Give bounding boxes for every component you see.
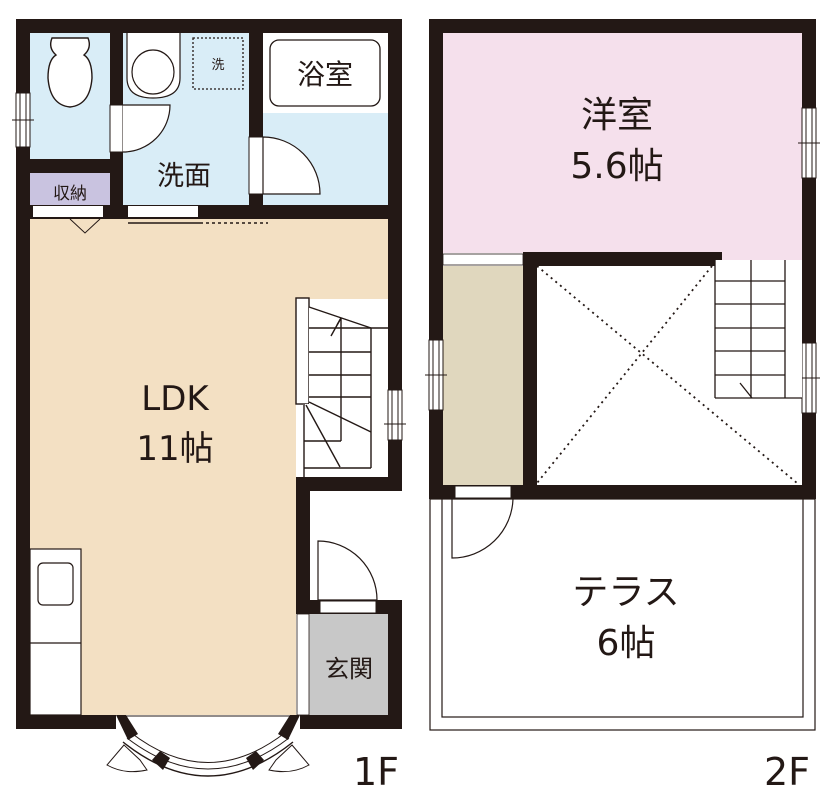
- western-room: [443, 33, 802, 253]
- ldk-size: 11帖: [136, 429, 213, 469]
- bay-window[interactable]: [106, 715, 310, 777]
- terrace-size: 6帖: [597, 623, 656, 664]
- entrance-door[interactable]: [319, 600, 377, 614]
- ldk-room-upper-right: [296, 219, 388, 299]
- storage-door[interactable]: [33, 206, 103, 217]
- terrace-door[interactable]: [454, 485, 512, 499]
- entrance-room: [309, 614, 388, 715]
- entrance-label: 玄関: [325, 655, 373, 683]
- door-bathroom-swing: [262, 136, 321, 195]
- terrace-door-swing: [451, 498, 514, 559]
- washer-space: [192, 37, 244, 90]
- toilet-fixture-icon: [47, 37, 93, 108]
- door-bathroom-opening[interactable]: [248, 136, 264, 195]
- entrance-door-swing: [317, 540, 378, 601]
- floor-label-1f: 1F: [353, 750, 399, 794]
- window-stairs: [387, 389, 403, 441]
- door-washroom-opening[interactable]: [109, 104, 124, 153]
- staircase-1f: [295, 297, 388, 477]
- washroom-label: 洗面: [157, 161, 211, 192]
- floor-1f: 洗 浴室 洗面 収納 LDK: [12, 19, 406, 794]
- storage-door-marker: [69, 218, 101, 234]
- storage-label: 収納: [53, 184, 87, 204]
- void-marker: [536, 265, 798, 484]
- western-size: 5.6帖: [570, 146, 663, 187]
- floor-label-2f: 2F: [764, 750, 810, 794]
- closet-room: [443, 266, 523, 485]
- terrace-label: テラス: [572, 572, 679, 613]
- storage-room: [30, 173, 110, 205]
- entrance-step: [296, 613, 310, 716]
- western-label: 洋室: [581, 95, 653, 136]
- washer-label: 洗: [211, 58, 224, 73]
- kitchen-sink-icon: [37, 562, 74, 606]
- washroom-sliding-door[interactable]: [128, 206, 198, 217]
- floor-2f: 洋室 5.6帖 テラス 6帖 2F: [425, 19, 820, 794]
- staircase-2f: [714, 260, 802, 399]
- door-washroom-swing: [122, 104, 171, 153]
- ldk-label: LDK: [141, 379, 210, 419]
- bathtub-icon: [269, 39, 381, 107]
- terrace-inner: [441, 498, 804, 718]
- closet-door[interactable]: [442, 253, 524, 266]
- bathroom-label: 浴室: [297, 58, 353, 91]
- western-room-strip: [720, 253, 802, 261]
